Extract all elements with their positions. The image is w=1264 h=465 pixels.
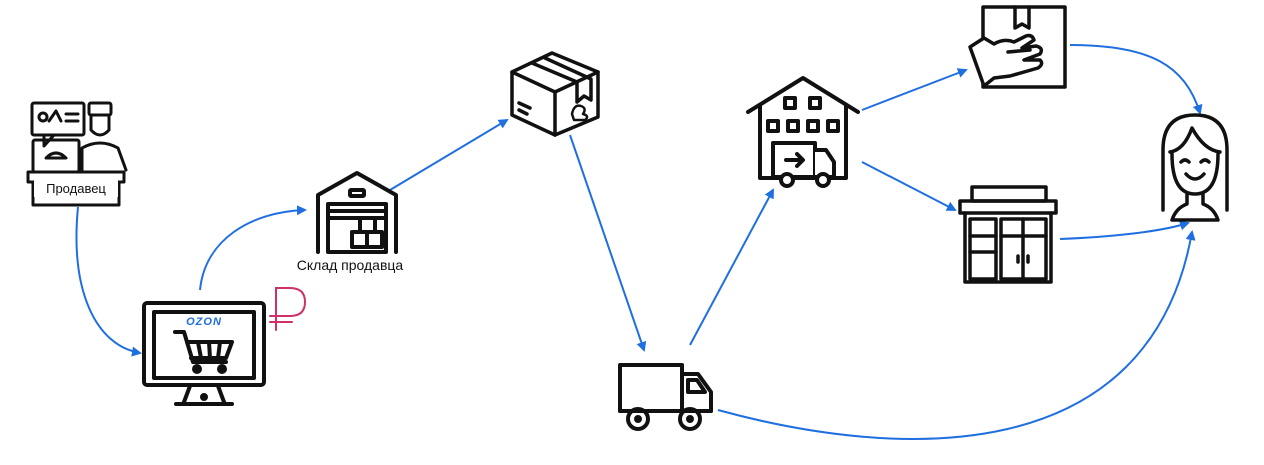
ruble-sign-icon — [269, 287, 307, 331]
arrow-courier-to-customer — [1069, 44, 1203, 115]
delivery-truck-icon — [618, 363, 713, 431]
arrow-fulfillment-to-pickup — [861, 161, 957, 211]
flow-arrows — [75, 44, 1203, 440]
seller-at-desk-icon — [26, 101, 128, 207]
warehouse-garage-icon — [316, 171, 398, 254]
hand-with-box-icon — [968, 5, 1067, 89]
store-building-icon — [958, 185, 1058, 284]
arrow-fulfillment-to-courier — [861, 68, 968, 111]
smiling-person-icon — [1161, 113, 1229, 222]
arrow-truck-to-fulfillment — [689, 188, 774, 346]
arrow-marketplace-to-seller-warehouse — [199, 205, 307, 291]
ozon-brand-text: OZON — [186, 316, 222, 328]
seller-label: Продавец — [46, 181, 106, 196]
arrow-parcel-to-truck — [569, 134, 647, 352]
arrow-seller-warehouse-to-parcel — [389, 118, 509, 191]
arrow-seller-to-marketplace — [75, 206, 142, 357]
seller-warehouse-label: Склад продавца — [297, 257, 404, 273]
cardboard-box-icon — [510, 51, 600, 137]
arrow-truck-to-customer — [717, 230, 1196, 440]
computer-monitor-cart-icon — [142, 301, 266, 406]
arrow-pickup-to-customer — [1059, 220, 1190, 240]
warehouse-truck-icon — [746, 76, 860, 188]
